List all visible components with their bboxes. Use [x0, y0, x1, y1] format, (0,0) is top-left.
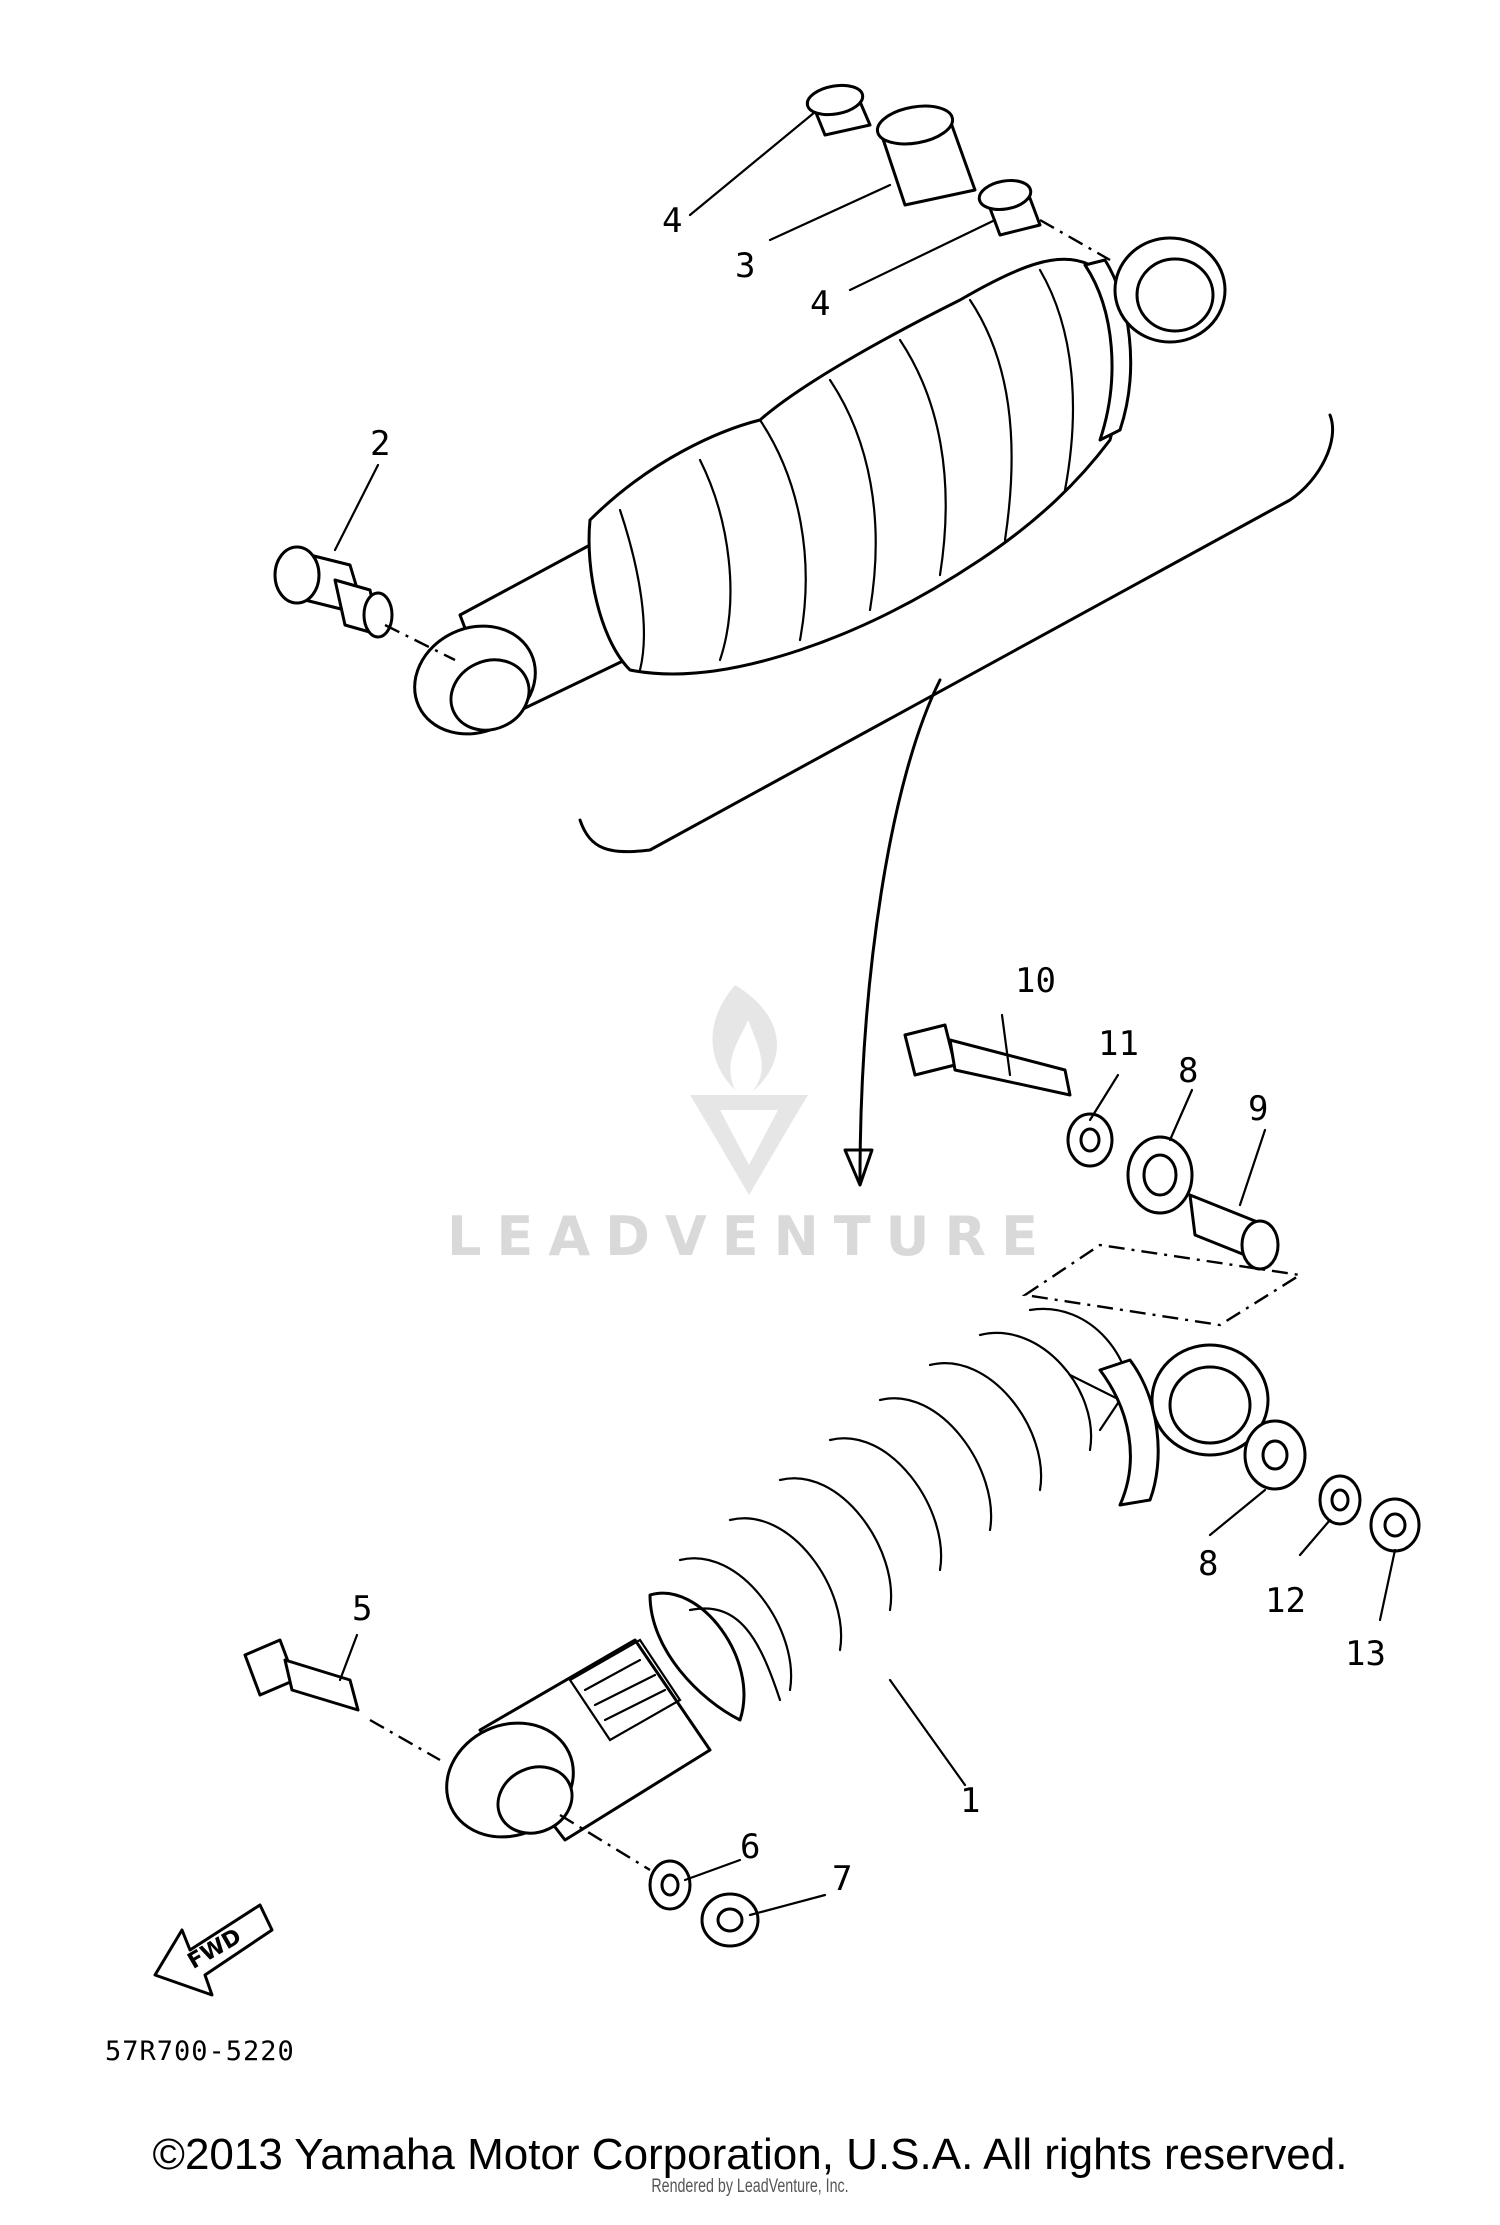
- bushing-2-icon: [273, 545, 394, 639]
- collar-4-top-icon: [805, 83, 872, 137]
- washer-12-icon: [1318, 1474, 1362, 1526]
- bolt-10-icon: [903, 1023, 1072, 1097]
- collar-4-bottom-icon: [977, 178, 1042, 237]
- upper-shock-with-boot: [273, 83, 1227, 736]
- leader-lines: [333, 110, 1397, 1917]
- drawing-code: 57R700-5220: [105, 2036, 295, 2067]
- callout-11: 11: [1098, 1024, 1139, 1064]
- callout-9: 9: [1248, 1089, 1268, 1129]
- callout-8-bottom: 8: [1198, 1544, 1218, 1584]
- oil-seal-8-top-icon: [1126, 1135, 1194, 1215]
- callout-6: 6: [740, 1827, 760, 1867]
- assembly-bracket: [578, 413, 1335, 854]
- leadventure-watermark: LEADVENTURE: [447, 985, 1053, 1268]
- callout-8-top: 8: [1178, 1051, 1198, 1091]
- callout-5: 5: [352, 1589, 372, 1629]
- callout-4-top: 4: [662, 201, 682, 241]
- callout-3: 3: [735, 246, 755, 286]
- washer-6-icon: [648, 1859, 692, 1911]
- collar-9-icon: [1188, 1193, 1280, 1271]
- callout-4-bottom: 4: [810, 284, 830, 324]
- nut-7-icon: [700, 1892, 760, 1948]
- assembly-arrow: [858, 678, 942, 1182]
- callout-12: 12: [1265, 1581, 1306, 1621]
- assembly-arrowhead: [843, 1148, 874, 1187]
- rendered-by-credit: Rendered by LeadVenture, Inc.: [651, 2176, 849, 2197]
- oil-seal-8-bottom-icon: [1243, 1419, 1307, 1491]
- watermark-text: LEADVENTURE: [447, 1205, 1053, 1268]
- washer-11-icon: [1066, 1112, 1114, 1168]
- callout-1: 1: [960, 1781, 980, 1821]
- callout-2: 2: [370, 424, 390, 464]
- leadventure-logo-icon: [690, 985, 808, 1195]
- fwd-arrow-icon: FWD: [153, 1903, 274, 1997]
- nut-13-icon: [1369, 1497, 1421, 1553]
- bolt-5-icon: [243, 1638, 360, 1712]
- callout-10: 10: [1015, 961, 1056, 1001]
- bushing-3-icon: [875, 104, 977, 207]
- callout-13: 13: [1345, 1634, 1386, 1674]
- copyright-notice: ©2013 Yamaha Motor Corporation, U.S.A. A…: [152, 2130, 1348, 2179]
- lower-shock-with-spring: [243, 1023, 1421, 1948]
- callout-7: 7: [832, 1859, 852, 1899]
